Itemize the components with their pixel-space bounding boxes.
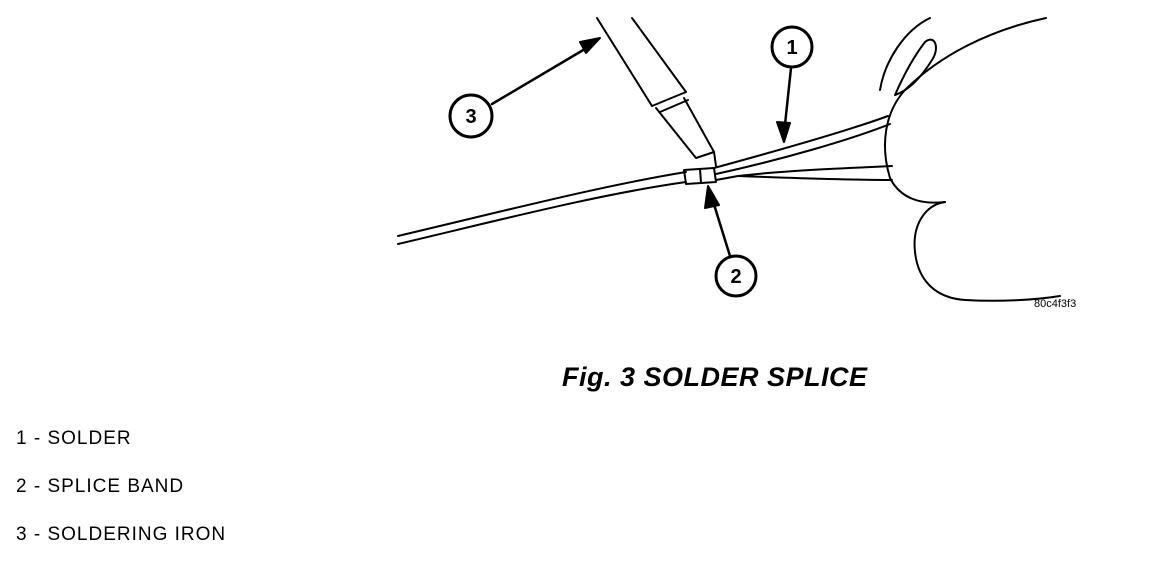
callout-2 — [704, 185, 758, 298]
hand — [879, 17, 1061, 302]
wire — [397, 171, 687, 245]
wire-right — [713, 115, 893, 181]
legend-item-splice-band: 2 - SPLICE BAND — [16, 476, 185, 497]
figure-code: 80c4f3f3 — [1034, 298, 1076, 310]
callout-1-number: 1 — [786, 37, 797, 59]
legend-item-solder: 1 - SOLDER — [16, 428, 132, 449]
legend-item-soldering-iron: 3 - SOLDERING IRON — [16, 524, 227, 545]
callout-2-number: 2 — [730, 266, 741, 288]
solder-splice-illustration: 1 2 3 80c4f3f3 — [397, 17, 1076, 310]
callout-3 — [448, 37, 601, 139]
figure-caption: Fig. 3 SOLDER SPLICE — [562, 362, 868, 392]
legend: 1 - SOLDER 2 - SPLICE BAND 3 - SOLDERING… — [16, 428, 226, 572]
callout-3-number: 3 — [465, 106, 476, 128]
splice-band — [683, 167, 717, 185]
callout-1 — [770, 25, 814, 143]
soldering-iron — [596, 17, 717, 167]
